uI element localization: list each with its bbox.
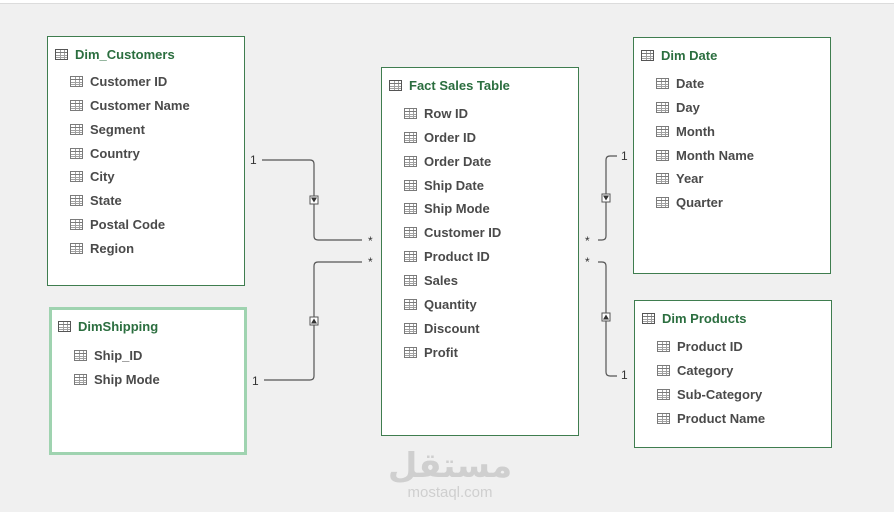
table-icon xyxy=(641,49,654,61)
column-icon xyxy=(70,99,83,111)
column-icon xyxy=(656,77,669,89)
column-icon xyxy=(404,107,417,119)
field-quarter[interactable]: Quarter xyxy=(656,193,723,211)
field-ship-id[interactable]: Ship_ID xyxy=(74,346,142,364)
column-icon xyxy=(404,155,417,167)
field-ship-date[interactable]: Ship Date xyxy=(404,176,484,194)
rel-arrow-customers xyxy=(311,197,317,203)
column-icon xyxy=(404,131,417,143)
column-icon xyxy=(74,349,87,361)
field-state[interactable]: State xyxy=(70,191,122,209)
field-region[interactable]: Region xyxy=(70,239,134,257)
column-icon xyxy=(70,123,83,135)
field-order-date[interactable]: Order Date xyxy=(404,152,491,170)
rel-arrow-shipping xyxy=(311,318,317,324)
column-icon xyxy=(70,170,83,182)
field-order-id[interactable]: Order ID xyxy=(404,128,476,146)
field-day[interactable]: Day xyxy=(656,98,700,116)
field-customer-name[interactable]: Customer Name xyxy=(70,96,190,114)
field-product-id[interactable]: Product ID xyxy=(404,247,490,265)
column-icon xyxy=(657,388,670,400)
table-dim-date[interactable]: Dim Date Date Day Month Month Name Year … xyxy=(633,37,831,274)
field-quantity[interactable]: Quantity xyxy=(404,295,477,313)
column-icon xyxy=(404,322,417,334)
watermark-logo: مستقل xyxy=(387,446,513,486)
field-month-name[interactable]: Month Name xyxy=(656,146,754,164)
field-product-id[interactable]: Product ID xyxy=(657,337,743,355)
field-date[interactable]: Date xyxy=(656,74,704,92)
table-icon xyxy=(642,312,655,324)
top-bar xyxy=(0,0,894,4)
column-icon xyxy=(404,202,417,214)
field-sub-category[interactable]: Sub-Category xyxy=(657,385,762,403)
field-discount[interactable]: Discount xyxy=(404,319,480,337)
column-icon xyxy=(404,250,417,262)
column-icon xyxy=(404,274,417,286)
column-icon xyxy=(657,364,670,376)
field-sales[interactable]: Sales xyxy=(404,271,458,289)
table-title[interactable]: Dim Date xyxy=(641,46,717,64)
cardinality-products-many: * xyxy=(585,255,590,269)
column-icon xyxy=(656,196,669,208)
field-ship-mode[interactable]: Ship Mode xyxy=(74,370,160,388)
table-dim-products[interactable]: Dim Products Product ID Category Sub-Cat… xyxy=(634,300,832,448)
column-icon xyxy=(657,340,670,352)
field-city[interactable]: City xyxy=(70,167,115,185)
column-icon xyxy=(70,75,83,87)
table-dim-shipping[interactable]: DimShipping Ship_ID Ship Mode xyxy=(49,307,247,455)
cardinality-shipping-many: * xyxy=(368,255,373,269)
column-icon xyxy=(404,346,417,358)
cardinality-customers-one: 1 xyxy=(250,153,257,167)
table-icon xyxy=(55,48,68,60)
table-title[interactable]: Dim_Customers xyxy=(55,45,175,63)
column-icon xyxy=(70,218,83,230)
column-icon xyxy=(404,298,417,310)
column-icon xyxy=(657,412,670,424)
column-icon xyxy=(70,242,83,254)
column-icon xyxy=(74,373,87,385)
field-postal-code[interactable]: Postal Code xyxy=(70,215,165,233)
table-dim-customers[interactable]: Dim_Customers Customer ID Customer Name … xyxy=(47,36,245,286)
column-icon xyxy=(404,179,417,191)
cardinality-shipping-one: 1 xyxy=(252,374,259,388)
field-category[interactable]: Category xyxy=(657,361,733,379)
table-title[interactable]: Dim Products xyxy=(642,309,747,327)
rel-arrow-date xyxy=(603,195,609,201)
field-ship-mode[interactable]: Ship Mode xyxy=(404,199,490,217)
table-icon xyxy=(389,79,402,91)
cardinality-date-one: 1 xyxy=(621,149,628,163)
table-title[interactable]: Fact Sales Table xyxy=(389,76,510,94)
field-profit[interactable]: Profit xyxy=(404,343,458,361)
table-icon xyxy=(58,320,71,332)
column-icon xyxy=(70,147,83,159)
column-icon xyxy=(656,101,669,113)
column-icon xyxy=(70,194,83,206)
cardinality-products-one: 1 xyxy=(621,368,628,382)
watermark-url: mostaql.com xyxy=(407,484,493,501)
rel-arrow-products xyxy=(603,314,609,320)
field-product-name[interactable]: Product Name xyxy=(657,409,765,427)
field-row-id[interactable]: Row ID xyxy=(404,104,468,122)
column-icon xyxy=(656,125,669,137)
watermark: مستقل mostaql.com xyxy=(380,447,520,501)
field-month[interactable]: Month xyxy=(656,122,715,140)
field-country[interactable]: Country xyxy=(70,144,140,162)
table-fact-sales[interactable]: Fact Sales Table Row ID Order ID Order D… xyxy=(381,67,579,436)
field-customer-id[interactable]: Customer ID xyxy=(70,72,167,90)
column-icon xyxy=(404,226,417,238)
field-segment[interactable]: Segment xyxy=(70,120,145,138)
table-title[interactable]: DimShipping xyxy=(58,317,158,335)
field-year[interactable]: Year xyxy=(656,169,703,187)
cardinality-customers-many: * xyxy=(368,234,373,248)
column-icon xyxy=(656,172,669,184)
column-icon xyxy=(656,149,669,161)
cardinality-date-many: * xyxy=(585,234,590,248)
field-customer-id[interactable]: Customer ID xyxy=(404,223,501,241)
